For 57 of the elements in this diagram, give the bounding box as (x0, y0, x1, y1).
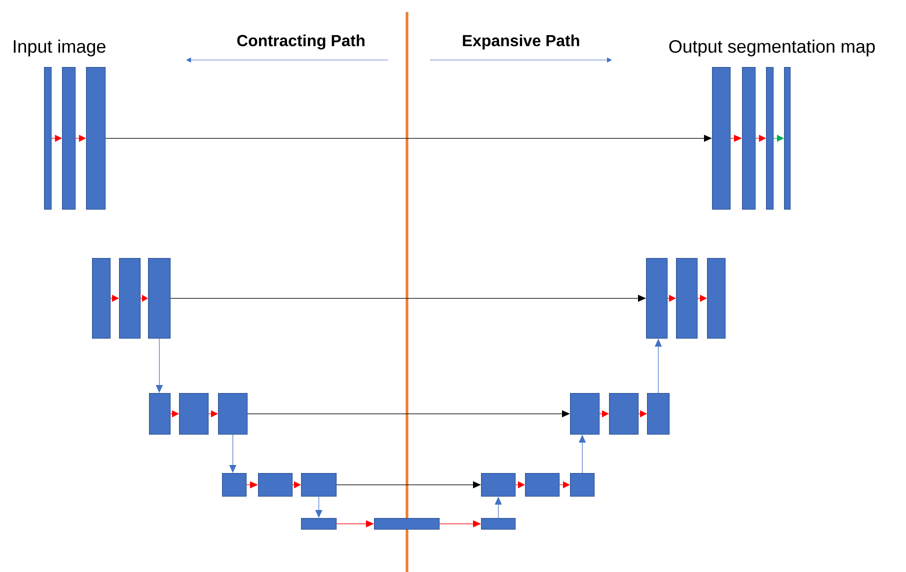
arrow (667, 294, 676, 302)
feature-map-bar (149, 393, 171, 435)
arrow (170, 294, 646, 302)
arrow (697, 294, 707, 302)
arrow (247, 410, 570, 418)
arrow (315, 496, 322, 518)
feature-map-bar (148, 258, 171, 339)
arrow (110, 294, 119, 302)
feature-map-bar (570, 473, 595, 497)
arrow (292, 481, 301, 488)
feature-map-bar (44, 67, 52, 210)
arrow (229, 434, 236, 473)
feature-map-bar (570, 393, 600, 435)
feature-map-bar (646, 258, 668, 339)
feature-map-bar (481, 473, 516, 497)
arrow (559, 481, 570, 488)
arrow (773, 134, 784, 142)
arrow (336, 520, 374, 528)
image-label: Output segmentation map (669, 40, 875, 56)
feature-map-bar (119, 258, 141, 339)
feature-map-bar (258, 473, 293, 497)
feature-map-bar (742, 67, 756, 210)
section-heading: Contracting Path (237, 34, 364, 50)
arrow (75, 134, 86, 142)
feature-map-bar (766, 67, 774, 210)
arrow (515, 481, 525, 488)
section-heading: Expansive Path (462, 34, 580, 50)
arrow (730, 134, 742, 142)
feature-map-bar (525, 473, 560, 497)
arrow (208, 410, 218, 418)
arrow (439, 520, 481, 528)
arrow (755, 134, 766, 142)
arrow (140, 294, 148, 302)
arrow (599, 410, 609, 418)
feature-map-bar (712, 67, 731, 210)
feature-map-bar (707, 258, 726, 339)
feature-map-bar (481, 518, 516, 530)
image-label: Input image (14, 40, 106, 56)
arrow (246, 481, 258, 488)
arrow (51, 134, 62, 142)
feature-map-bar (92, 258, 111, 339)
feature-map-bar (784, 67, 791, 210)
feature-map-bar (647, 393, 670, 435)
arrow (156, 338, 163, 393)
arrow (638, 410, 647, 418)
feature-map-bar (86, 67, 106, 210)
arrow (105, 134, 712, 142)
feature-map-bar (222, 473, 247, 497)
feature-map-bar (218, 393, 248, 435)
feature-map-bar (179, 393, 209, 435)
feature-map-bar (374, 518, 440, 530)
feature-map-bar (62, 67, 76, 210)
arrow (336, 481, 481, 488)
feature-map-bar (301, 473, 337, 497)
feature-map-bar (609, 393, 639, 435)
feature-map-bar (676, 258, 698, 339)
arrow (170, 410, 179, 418)
